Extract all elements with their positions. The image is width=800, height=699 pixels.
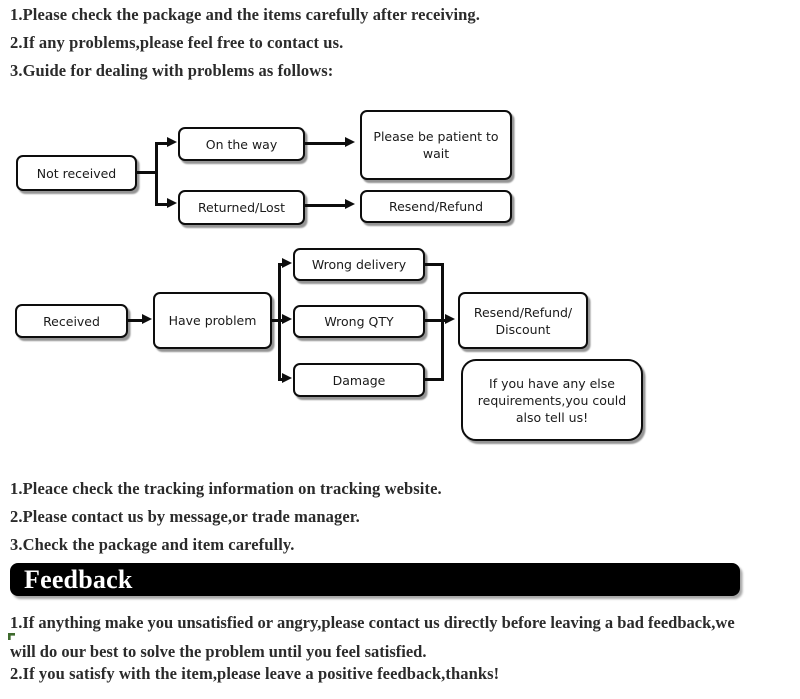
node-please-be-patient[interactable]: Please be patient to wait (360, 110, 512, 180)
connector-line (128, 319, 144, 322)
connector-line (305, 204, 347, 207)
arrow-head-icon (282, 373, 292, 383)
connector-line (272, 319, 280, 322)
connector-line (425, 378, 444, 381)
connector-line (155, 203, 169, 206)
node-not-received[interactable]: Not received (16, 155, 137, 191)
connector-line (155, 143, 158, 205)
connector-line (425, 319, 448, 322)
tracking-note-3: 3.Check the package and item carefully. (10, 535, 295, 554)
node-resend-refund-discount[interactable]: Resend/Refund/ Discount (458, 292, 588, 349)
node-received[interactable]: Received (15, 304, 128, 338)
arrow-head-icon (445, 314, 455, 324)
connector-line (425, 263, 444, 266)
node-wrong-qty[interactable]: Wrong QTY (293, 305, 425, 338)
feedback-note-2: 2.If you satisfy with the item,please le… (10, 664, 500, 683)
node-damage[interactable]: Damage (293, 363, 425, 397)
connector-line (155, 142, 169, 145)
connector-line (278, 263, 281, 380)
tracking-note-1: 1.Pleace check the tracking information … (10, 479, 442, 498)
feedback-banner: Feedback (10, 563, 740, 596)
intro-note-3: 3.Guide for dealing with problems as fol… (10, 61, 334, 80)
arrow-head-icon (282, 314, 292, 324)
node-extra-requirements[interactable]: If you have any else requirements,you co… (461, 359, 643, 441)
node-wrong-delivery[interactable]: Wrong delivery (293, 248, 425, 281)
node-returned-lost[interactable]: Returned/Lost (178, 190, 305, 225)
intro-note-1: 1.Please check the package and the items… (10, 5, 480, 24)
connector-line (278, 263, 286, 266)
connector-line (441, 263, 444, 381)
arrow-head-icon (345, 137, 355, 147)
feedback-title: Feedback (24, 564, 133, 594)
feedback-note-1: 1.If anything make you unsatisfied or an… (10, 613, 735, 661)
intro-note-2: 2.If any problems,please feel free to co… (10, 33, 344, 52)
arrow-head-icon (167, 137, 177, 147)
connector-line (137, 171, 158, 174)
node-on-the-way[interactable]: On the way (178, 127, 305, 161)
arrow-head-icon (142, 314, 152, 324)
arrow-head-icon (282, 258, 292, 268)
tracking-note-2: 2.Please contact us by message,or trade … (10, 507, 360, 526)
arrow-head-icon (167, 198, 177, 208)
arrow-head-icon (345, 199, 355, 209)
connector-line (278, 319, 286, 322)
connector-line (278, 378, 286, 381)
connector-line (305, 142, 347, 145)
node-have-problem[interactable]: Have problem (153, 292, 272, 349)
node-resend-refund[interactable]: Resend/Refund (360, 190, 512, 223)
